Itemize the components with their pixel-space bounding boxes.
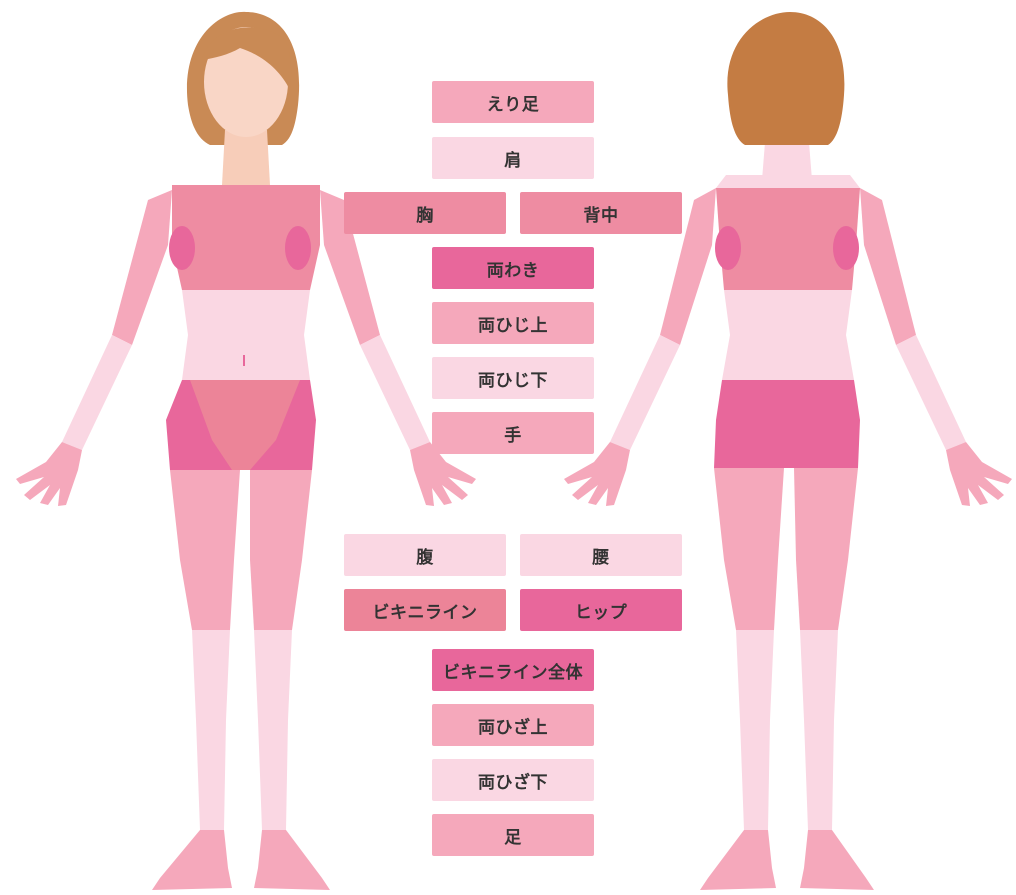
front-left-armpit <box>169 226 195 270</box>
label-hiza-ue: 両ひざ上 <box>432 704 594 746</box>
label-ashi: 足 <box>432 814 594 856</box>
front-neck <box>222 130 270 185</box>
back-figure <box>564 12 1012 890</box>
back-hair <box>727 12 844 145</box>
back-left-lower-leg <box>736 630 774 830</box>
label-bikini-zentai: ビキニライン全体 <box>432 649 594 691</box>
front-abdomen <box>182 290 310 380</box>
front-right-lower-leg <box>254 630 292 830</box>
back-shoulders <box>716 175 860 188</box>
front-right-thigh <box>250 470 312 630</box>
back-right-upper-arm <box>860 188 916 345</box>
back-right-lower-leg <box>800 630 838 830</box>
front-left-foot <box>152 830 232 890</box>
label-hiji-shita: 両ひじ下 <box>432 357 594 399</box>
label-senaka: 背中 <box>520 192 682 234</box>
label-mune: 胸 <box>344 192 506 234</box>
back-left-foot <box>700 830 776 890</box>
front-left-lower-leg <box>192 630 230 830</box>
front-right-armpit <box>285 226 311 270</box>
front-left-forearm <box>62 335 132 450</box>
back-right-thigh <box>794 468 858 630</box>
back-waist <box>722 290 854 380</box>
front-figure <box>16 12 476 890</box>
label-erisoku: えり足 <box>432 81 594 123</box>
front-left-upper-arm <box>112 190 172 345</box>
label-ryowaki: 両わき <box>432 247 594 289</box>
label-hiji-ue: 両ひじ上 <box>432 302 594 344</box>
back-left-armpit <box>715 226 741 270</box>
front-right-forearm <box>360 335 430 450</box>
label-hip: ヒップ <box>520 589 682 631</box>
back-hips <box>714 380 860 468</box>
label-hara: 腹 <box>344 534 506 576</box>
front-left-hand <box>16 442 82 506</box>
back-right-hand <box>946 442 1012 506</box>
back-right-foot <box>800 830 874 890</box>
label-bikini-line: ビキニライン <box>344 589 506 631</box>
back-left-forearm <box>610 335 680 450</box>
back-left-thigh <box>714 468 784 630</box>
label-te: 手 <box>432 412 594 454</box>
front-right-foot <box>254 830 330 890</box>
label-kata: 肩 <box>432 137 594 179</box>
label-koshi: 腰 <box>520 534 682 576</box>
back-right-armpit <box>833 226 859 270</box>
front-left-thigh <box>170 470 240 630</box>
back-right-forearm <box>896 335 966 450</box>
label-hiza-shita: 両ひざ下 <box>432 759 594 801</box>
